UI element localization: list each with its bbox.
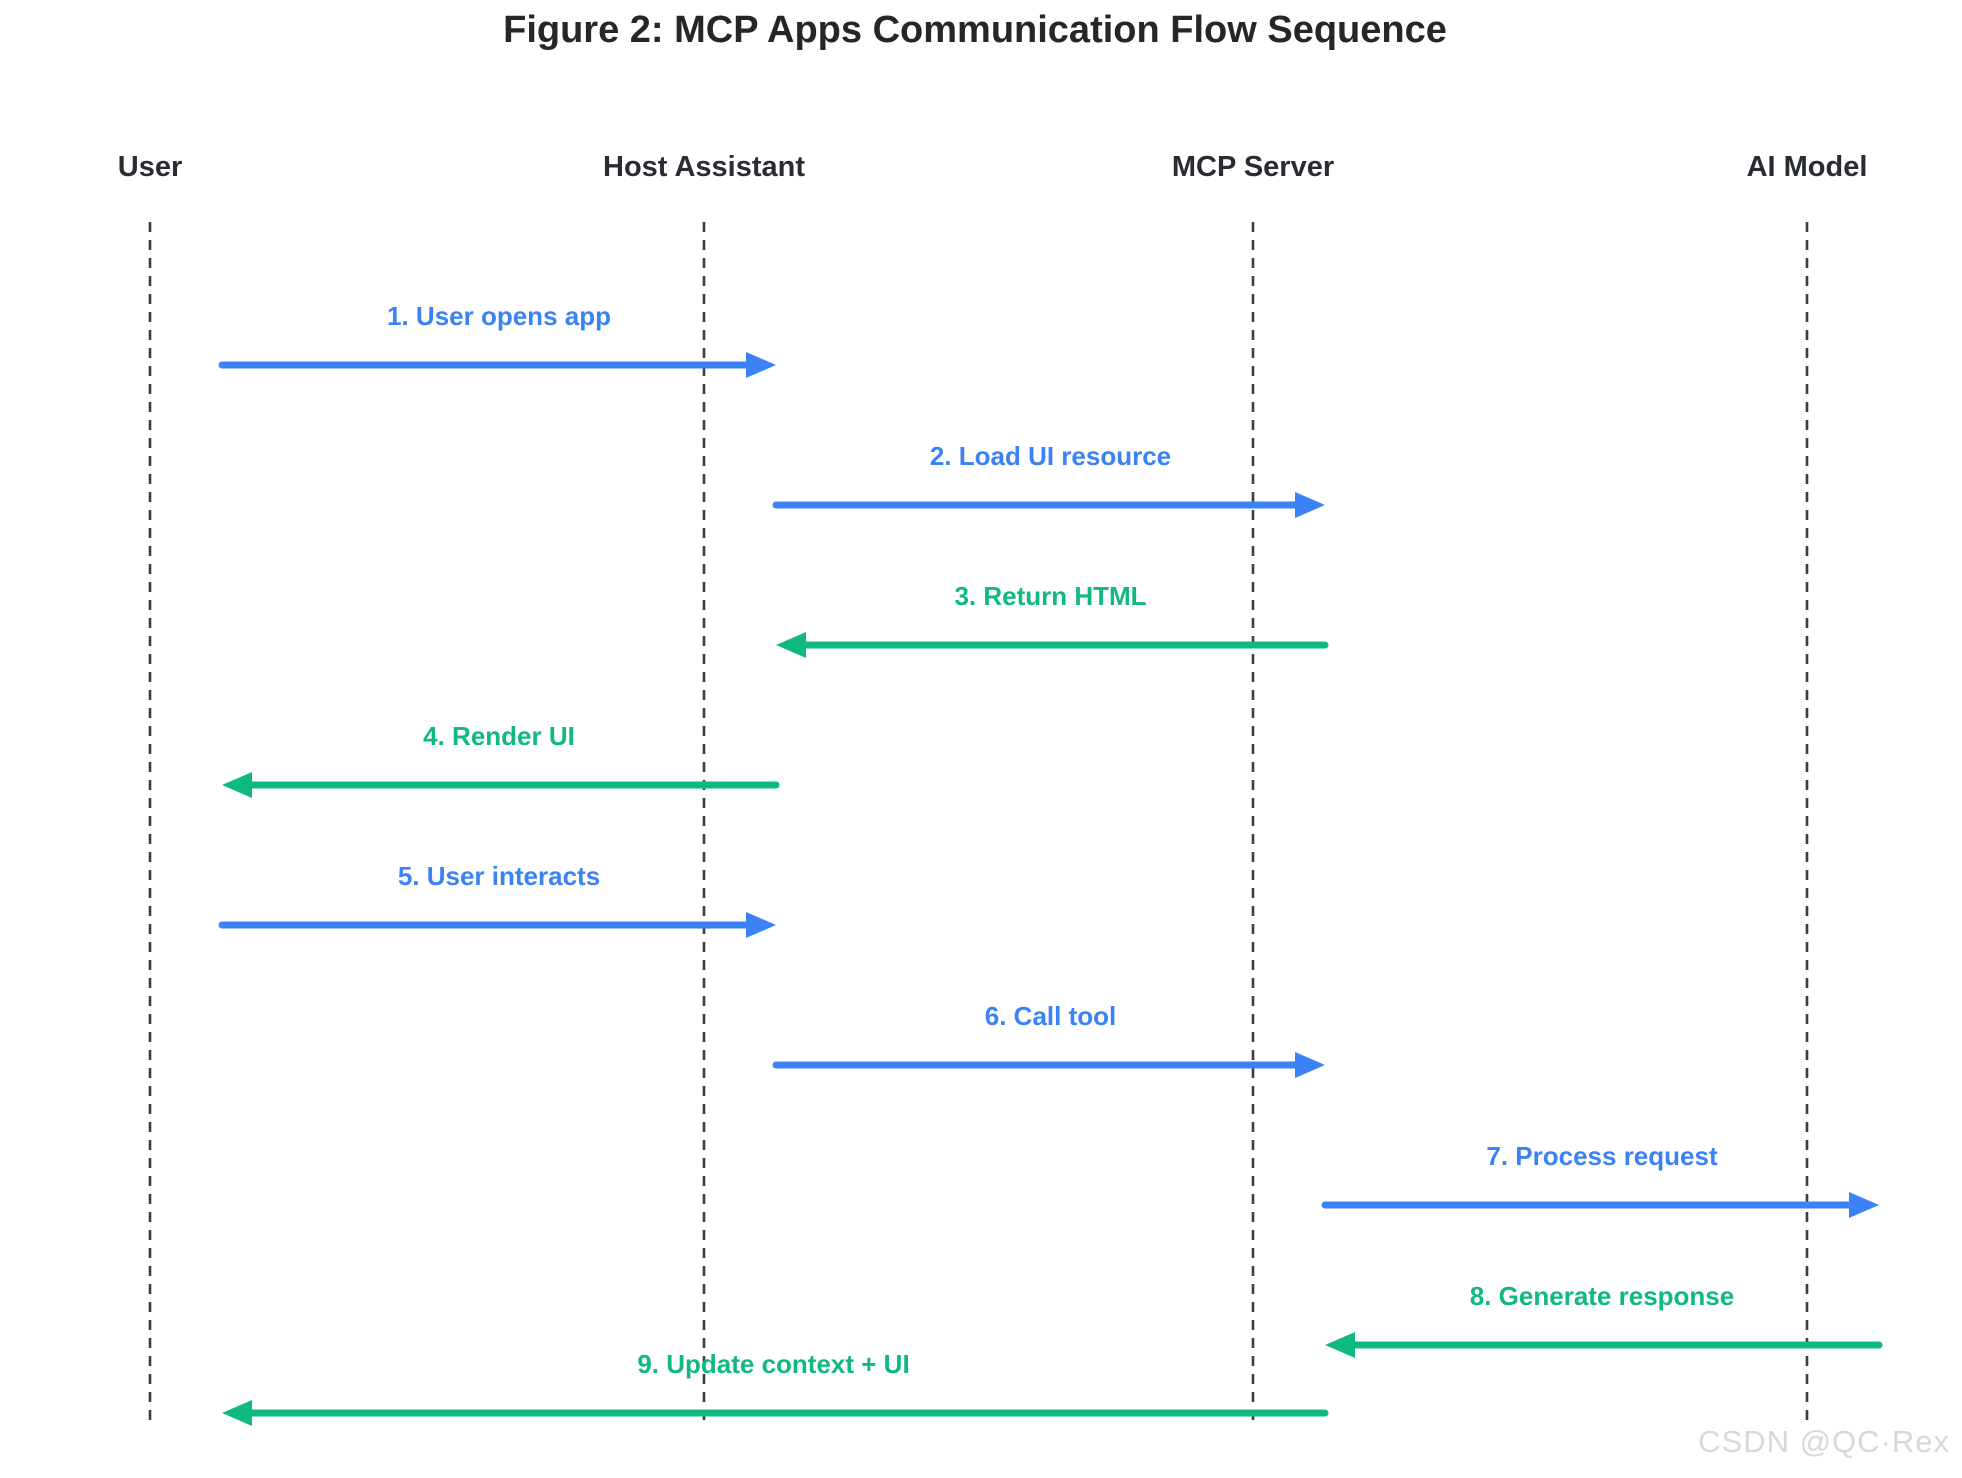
message-label-8: 8. Generate response [1470,1281,1734,1311]
figure-title: Figure 2: MCP Apps Communication Flow Se… [503,9,1447,51]
message-5: 5. User interacts [218,861,776,938]
message-4: 4. Render UI [222,721,780,798]
message-arrowhead-2 [1295,492,1325,518]
message-label-9: 9. Update context + UI [637,1349,909,1379]
message-arrowhead-3 [776,632,806,658]
watermark: CSDN @QC·Rex [1698,1424,1950,1459]
message-label-6: 6. Call tool [985,1001,1116,1031]
message-label-3: 3. Return HTML [954,581,1146,611]
message-arrowhead-1 [746,352,776,378]
lifelines-group [148,222,1809,1420]
messages-group: 1. User opens app 2. Load UI resource 3. R… [218,301,1883,1426]
message-arrowhead-8 [1325,1332,1355,1358]
message-label-7: 7. Process request [1486,1141,1718,1171]
message-arrowhead-7 [1849,1192,1879,1218]
actor-label-host-assistant: Host Assistant [603,151,805,183]
message-label-4: 4. Render UI [423,721,575,751]
message-6: 6. Call tool [772,1001,1325,1078]
message-1: 1. User opens app [218,301,776,378]
actor-label-mcp-server: MCP Server [1172,151,1334,183]
message-label-2: 2. Load UI resource [930,441,1171,471]
message-arrowhead-4 [222,772,252,798]
message-9: 9. Update context + UI [222,1349,1329,1426]
message-3: 3. Return HTML [776,581,1329,658]
actor-label-ai-model: AI Model [1747,151,1868,183]
message-arrowhead-6 [1295,1052,1325,1078]
actor-labels-group: User Host Assistant MCP Server AI Model [118,151,1868,183]
message-8: 8. Generate response [1325,1281,1883,1358]
message-arrowhead-9 [222,1400,252,1426]
message-label-5: 5. User interacts [398,861,600,891]
message-7: 7. Process request [1321,1141,1879,1218]
message-label-1: 1. User opens app [387,301,611,331]
message-2: 2. Load UI resource [772,441,1325,518]
actor-label-user: User [118,151,183,183]
message-arrowhead-5 [746,912,776,938]
